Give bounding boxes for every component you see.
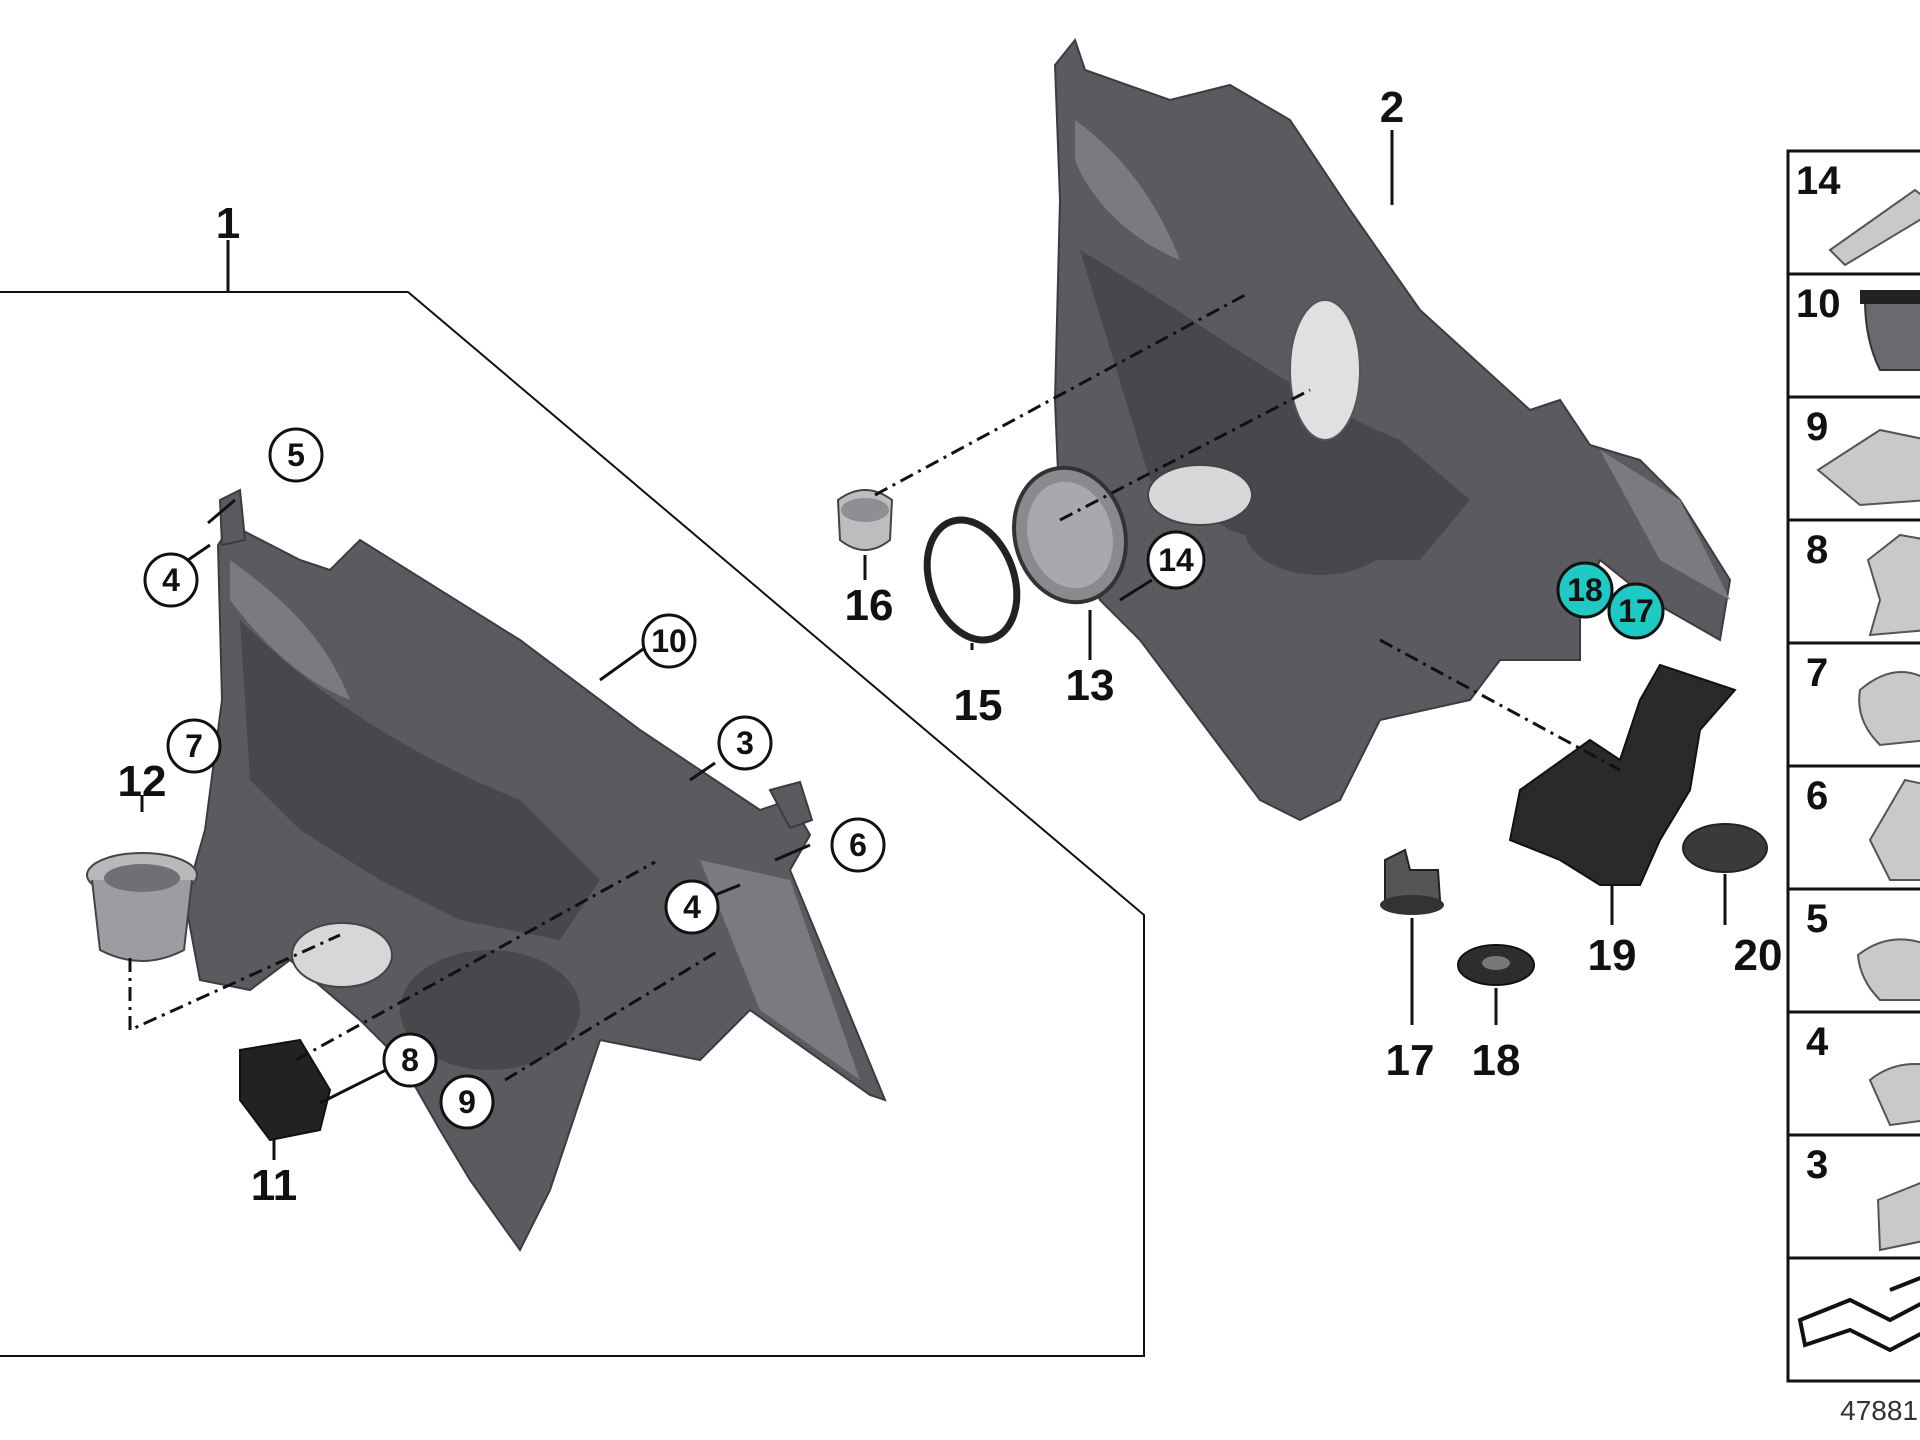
label-15: 15 [954,681,1003,730]
assembly-lines [128,293,1621,1082]
label-18: 18 [1472,1036,1521,1085]
label-1: 1 [216,199,240,248]
label-17: 17 [1386,1036,1435,1085]
callout-8: 8 [401,1042,419,1078]
circled-callouts: 5 4 7 10 3 6 4 8 9 14 18 17 [143,427,1665,1130]
part-19-bracket [1508,663,1737,886]
side-label-8: 8 [1806,528,1828,572]
callout-14: 14 [1158,542,1194,578]
label-20: 20 [1734,931,1783,980]
callout-5: 5 [287,437,305,473]
callout-18-highlight: 18 [1567,572,1603,608]
fastener-side-panel: 14 10 9 8 7 6 5 4 3 [1786,149,1920,1383]
label-12: 12 [118,757,167,806]
part-12-cup [86,852,198,962]
callout-3: 3 [736,725,754,761]
label-2: 2 [1380,83,1404,132]
left-trim-panel [183,488,887,1252]
part-number-labels: 1 2 11 12 13 15 16 17 18 19 20 [118,83,1783,1210]
part-20-disc [1682,823,1768,873]
side-label-7: 7 [1806,651,1828,695]
assembly-frame [0,291,1145,1357]
part-16-plug [836,489,894,551]
side-label-9: 9 [1806,405,1828,449]
callout-9: 9 [458,1084,476,1120]
label-13: 13 [1066,661,1115,710]
side-label-6: 6 [1806,774,1828,818]
leader-lines [140,130,1727,1160]
part-17-holder [1380,848,1444,915]
side-label-4: 4 [1806,1020,1829,1064]
callout-17-highlight: 17 [1618,593,1654,629]
side-label-14: 14 [1796,159,1841,203]
label-19: 19 [1588,931,1637,980]
right-trim-panel [1053,37,1732,822]
callout-4-mid: 4 [683,889,701,925]
callout-10: 10 [651,623,687,659]
side-label-5: 5 [1806,897,1828,941]
side-label-3: 3 [1806,1143,1828,1187]
side-label-10: 10 [1796,282,1841,326]
part-11-cover [239,1038,332,1142]
callout-7: 7 [185,728,203,764]
part-18-grommet [1457,944,1535,986]
label-16: 16 [845,581,894,630]
part-15-ring [923,516,1021,644]
callout-6: 6 [849,827,867,863]
diagram-id: 47881 [1840,1395,1918,1426]
label-11: 11 [251,1161,298,1210]
callout-4-top: 4 [162,562,180,598]
